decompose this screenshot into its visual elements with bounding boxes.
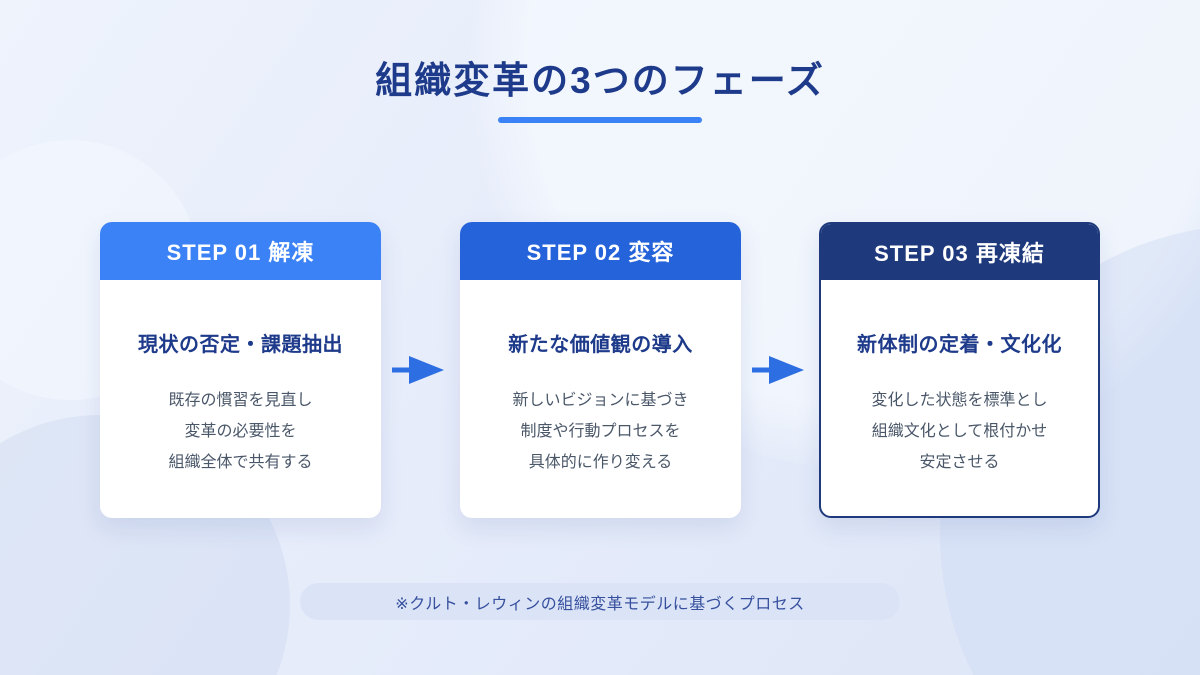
footnote-pill: ※クルト・レウィンの組織変革モデルに基づくプロセス <box>300 583 900 620</box>
step-1-description: 既存の慣習を見直し 変革の必要性を 組織全体で共有する <box>100 385 381 478</box>
description-line: 制度や行動プロセスを <box>520 423 681 440</box>
title-underline <box>498 117 702 123</box>
step-3-body: 新体制の定着・文化化 変化した状態を標準とし 組織文化として根付かせ 安定させる <box>821 280 1098 478</box>
description-line: 変革の必要性を <box>184 423 297 440</box>
description-line: 既存の慣習を見直し <box>168 392 313 409</box>
step-card-3: STEP 03 再凍結 新体制の定着・文化化 変化した状態を標準とし 組織文化と… <box>819 222 1100 518</box>
step-2-description: 新しいビジョンに基づき 制度や行動プロセスを 具体的に作り変える <box>460 385 741 478</box>
right-arrow-icon <box>752 356 804 384</box>
step-3-header: STEP 03 再凍結 <box>821 224 1098 280</box>
step-3-title: 新体制の定着・文化化 <box>857 334 1062 356</box>
description-line: 組織全体で共有する <box>168 454 313 471</box>
step-card-1: STEP 01 解凍 現状の否定・課題抽出 既存の慣習を見直し 変革の必要性を … <box>100 222 381 518</box>
description-line: 安定させる <box>919 454 1000 471</box>
step-1-header: STEP 01 解凍 <box>100 222 381 280</box>
description-line: 新しいビジョンに基づき <box>512 392 689 409</box>
step-1-title: 現状の否定・課題抽出 <box>138 334 343 356</box>
step-3-description: 変化した状態を標準とし 組織文化として根付かせ 安定させる <box>821 385 1098 478</box>
footnote-text: ※クルト・レウィンの組織変革モデルに基づくプロセス <box>395 595 805 613</box>
description-line: 変化した状態を標準とし <box>871 392 1048 409</box>
right-arrow-icon <box>392 356 444 384</box>
step-2-title: 新たな価値観の導入 <box>508 334 693 356</box>
description-line: 具体的に作り変える <box>528 454 673 471</box>
step-2-header: STEP 02 変容 <box>460 222 741 280</box>
step-1-body: 現状の否定・課題抽出 既存の慣習を見直し 変革の必要性を 組織全体で共有する <box>100 280 381 478</box>
step-card-2: STEP 02 変容 新たな価値観の導入 新しいビジョンに基づき 制度や行動プロ… <box>460 222 741 518</box>
page-title: 組織変革の3つのフェーズ <box>375 60 825 101</box>
step-2-body: 新たな価値観の導入 新しいビジョンに基づき 制度や行動プロセスを 具体的に作り変… <box>460 280 741 478</box>
description-line: 組織文化として根付かせ <box>871 423 1048 440</box>
